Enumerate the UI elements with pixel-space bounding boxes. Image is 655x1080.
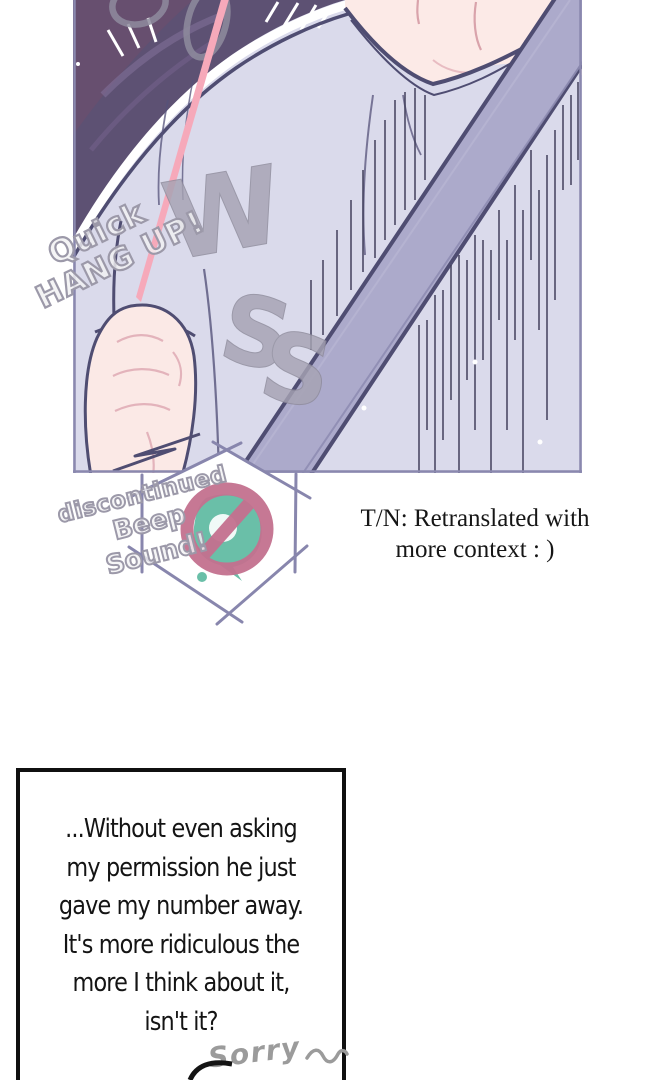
fist-and-sleeve <box>83 220 221 473</box>
shoulder-outline <box>73 12 349 259</box>
speech-bubble-text: ...Without even asking my permission he … <box>43 810 320 1041</box>
bubble-line: more I think about it, <box>72 968 291 998</box>
no-sign-icon <box>180 482 274 576</box>
bubble-line: my permission he just <box>66 852 296 883</box>
dark-background <box>73 0 345 244</box>
seatbelt-strap <box>235 0 582 473</box>
ring-sfx-icons <box>109 0 231 61</box>
cloth-folds <box>157 79 422 256</box>
shoulder-rim-light <box>73 0 348 251</box>
cutoff-art-arc <box>187 1060 233 1080</box>
impact-zigzag <box>112 432 201 473</box>
hexagon-badge <box>126 440 312 626</box>
hexagon-border-lines <box>126 440 312 626</box>
bubble-line: ...Without even asking <box>65 814 298 844</box>
translator-note-line1: T/N: Retranslated with <box>360 505 590 532</box>
translator-note-line2: more context : ) <box>395 536 555 563</box>
sorry-squiggle <box>305 1048 349 1064</box>
bubble-line: gave my number away. <box>58 891 304 921</box>
speech-bubble: ...Without even asking my permission he … <box>16 768 346 1080</box>
bubble-line: isn't it? <box>144 1006 218 1037</box>
sparkle-dots <box>76 62 543 445</box>
translator-note: T/N: Retranslated with more context : ) <box>352 503 598 565</box>
bubble-line: It's more ridiculous the <box>62 929 300 960</box>
phone-line-streak <box>136 0 229 302</box>
panel-border <box>73 0 582 473</box>
sfx-whoosh-w: W <box>155 143 292 284</box>
comic-panel-art: W S S <box>73 0 582 473</box>
sfx-whoosh-s1: S <box>212 273 301 394</box>
speed-lines <box>310 82 579 473</box>
